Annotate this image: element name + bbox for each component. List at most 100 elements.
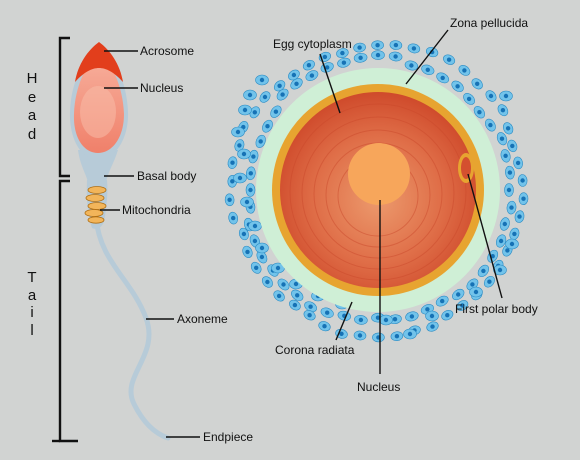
corona-cell-nucleus (475, 81, 480, 87)
corona-cell-nucleus (244, 199, 250, 205)
corona-cell-nucleus (309, 73, 315, 78)
corona-cell-nucleus (470, 282, 475, 287)
corona-cell-nucleus (275, 265, 281, 271)
corona-cell-nucleus (499, 136, 505, 141)
egg-nucleus (348, 143, 410, 205)
label-acrosome: Acrosome (140, 44, 194, 58)
corona-cell-nucleus (245, 249, 250, 255)
corona-cell-nucleus (506, 187, 512, 193)
label-endpiece: Endpiece (203, 430, 253, 444)
corona-cell-nucleus (294, 81, 299, 87)
corona-cell-nucleus (407, 331, 413, 337)
corona-cell-nucleus (488, 122, 493, 128)
label-basal-body: Basal body (137, 169, 196, 183)
corona-cell-nucleus (341, 60, 347, 65)
tail-bracket (52, 179, 78, 443)
corona-cell-nucleus (375, 43, 380, 48)
corona-cell-nucleus (325, 310, 330, 315)
label-first-polar-body: First polar body (455, 302, 538, 316)
corona-cell-nucleus (280, 92, 285, 97)
corona-cell-nucleus (487, 279, 492, 284)
corona-cell-nucleus (242, 107, 248, 113)
mitochondria (84, 186, 107, 224)
corona-cell-nucleus (227, 197, 232, 202)
corona-cell-nucleus (503, 153, 508, 158)
corona-cell-nucleus (440, 298, 445, 304)
corona-cell-nucleus (505, 248, 510, 253)
corona-cell-nucleus (231, 215, 236, 221)
svg-text:a: a (28, 287, 37, 304)
corona-cell-nucleus (488, 93, 494, 99)
svg-text:a: a (28, 107, 37, 124)
corona-cell-nucleus (509, 205, 514, 210)
corona-cell-nucleus (409, 314, 415, 319)
sperm-neck (78, 150, 118, 182)
corona-cell-nucleus (500, 108, 506, 113)
corona-cell-nucleus (254, 265, 259, 270)
corona-cell-nucleus (393, 42, 399, 48)
corona-cell-nucleus (507, 170, 513, 175)
label-zona-pellucida: Zona pellucida (450, 16, 528, 30)
corona-cell-nucleus (460, 303, 465, 308)
corona-cell-nucleus (357, 45, 362, 50)
corona-cell-nucleus (456, 292, 461, 297)
corona-cell-nucleus (520, 178, 525, 183)
label-corona-radiata: Corona radiata (275, 343, 355, 357)
corona-cell-nucleus (358, 317, 364, 323)
corona-cell-nucleus (505, 126, 511, 131)
corona-cell-nucleus (265, 279, 270, 285)
corona-cell-nucleus (230, 179, 235, 184)
corona-cell-nucleus (512, 231, 517, 237)
corona-cell-nucleus (425, 67, 430, 73)
corona-cell-nucleus (490, 254, 495, 259)
corona-cell-nucleus (411, 46, 417, 51)
label-egg-nucleus: Nucleus (357, 380, 400, 394)
corona-cell-nucleus (292, 302, 298, 308)
corona-cell-nucleus (281, 282, 286, 287)
corona-cell-nucleus (425, 307, 430, 312)
corona-cell-nucleus (322, 54, 328, 60)
corona-cell-nucleus (466, 96, 472, 102)
corona-cell-nucleus (277, 83, 282, 89)
corona-cell-nucleus (265, 124, 270, 129)
corona-cell-nucleus (291, 72, 297, 78)
sperm-tail (93, 215, 171, 441)
corona-cell-nucleus (339, 331, 344, 336)
region-head-label: H e a d (27, 70, 38, 143)
corona-cell-nucleus (440, 75, 445, 81)
corona-cell-nucleus (241, 231, 247, 237)
corona-cell-nucleus (358, 55, 363, 60)
corona-cell-nucleus (462, 68, 467, 73)
corona-cell-nucleus (248, 187, 253, 193)
corona-cell-nucleus (393, 54, 398, 59)
region-tail-label: T a i l (27, 269, 36, 339)
corona-cell-nucleus (446, 57, 452, 62)
corona-cell-nucleus (293, 281, 299, 287)
corona-cell-nucleus (481, 268, 486, 274)
corona-cell-nucleus (455, 84, 460, 89)
corona-cell-nucleus (307, 313, 312, 318)
corona-cell-nucleus (517, 214, 522, 219)
corona-cell-nucleus (515, 160, 521, 166)
corona-cell-nucleus (322, 324, 327, 329)
corona-cell-nucleus (235, 129, 241, 135)
corona-cell-nucleus (375, 52, 381, 58)
label-axoneme: Axoneme (177, 312, 228, 326)
corona-cell-nucleus (237, 175, 243, 181)
corona-cell-nucleus (308, 304, 313, 309)
corona-cell-nucleus (521, 196, 526, 201)
sperm-cell: Acrosome Nucleus Basal body Mitochondria… (27, 36, 253, 444)
corona-cell-nucleus (498, 238, 504, 244)
corona-cell-nucleus (262, 94, 268, 100)
svg-text:H: H (27, 70, 38, 87)
corona-cell-nucleus (252, 238, 258, 244)
corona-cell-nucleus (383, 317, 389, 323)
corona-cell-nucleus (259, 245, 265, 251)
corona-cell-nucleus (497, 267, 503, 273)
corona-cell-nucleus (430, 324, 435, 329)
head-bracket (58, 36, 70, 178)
label-mitochondria: Mitochondria (122, 203, 191, 217)
corona-cell-nucleus (477, 110, 482, 115)
